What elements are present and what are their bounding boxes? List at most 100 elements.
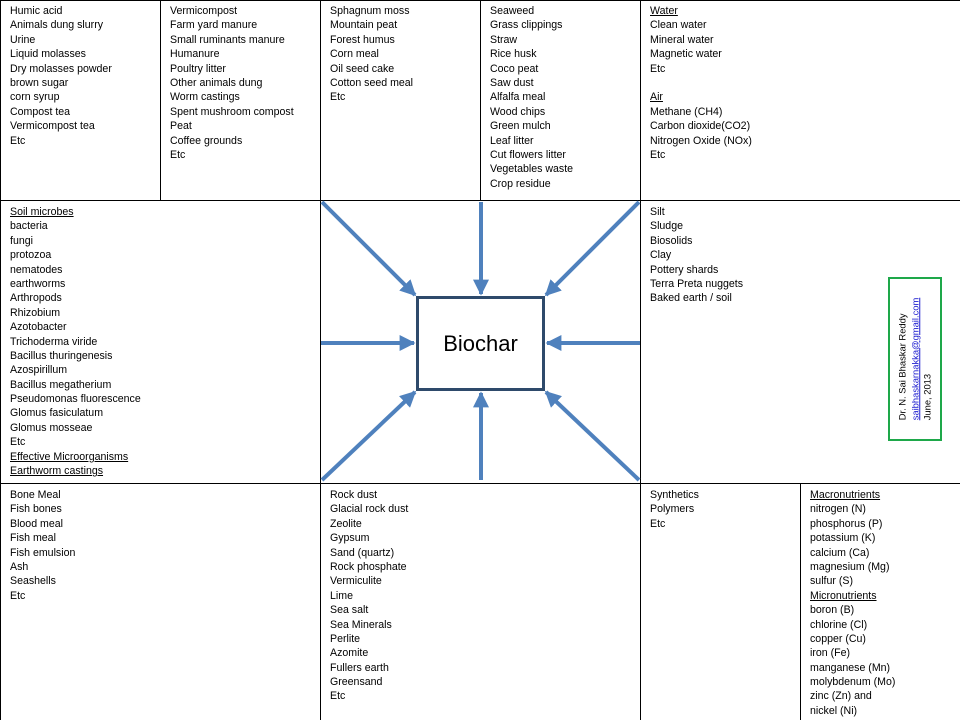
list-item: Micronutrients bbox=[810, 589, 877, 602]
list-item: boron (B) bbox=[810, 604, 855, 617]
list-item: Air bbox=[650, 91, 663, 104]
list-item: Etc bbox=[10, 436, 26, 449]
author-date: June, 2013 bbox=[921, 373, 933, 421]
list-item: phosphorus (P) bbox=[810, 517, 883, 530]
list-item: Dry molasses powder bbox=[10, 62, 112, 75]
list-item: Mineral water bbox=[650, 33, 714, 46]
list-item: Compost tea bbox=[10, 105, 71, 118]
list-item: Coco peat bbox=[490, 62, 539, 75]
list-item: Etc bbox=[650, 517, 666, 530]
list-item: Liquid molasses bbox=[10, 48, 86, 61]
author-email-link[interactable]: saibhaskarnakka@gmail.com bbox=[908, 297, 920, 421]
list-item: chlorine (Cl) bbox=[810, 618, 868, 631]
list-item: Pseudomonas fluorescence bbox=[10, 393, 141, 406]
list-item: Pottery shards bbox=[650, 263, 719, 276]
list-item: Vegetables waste bbox=[490, 163, 574, 176]
list-item: Lime bbox=[330, 589, 353, 602]
list-item: Blood meal bbox=[10, 517, 63, 530]
list-item: Macronutrients bbox=[810, 489, 881, 501]
nutrients-list: Macronutrients nitrogen (N)phosphorus (P)… bbox=[800, 484, 960, 718]
list-item: Gypsum bbox=[330, 532, 370, 545]
list-item: Rock dust bbox=[330, 489, 378, 501]
list-item: nickel (Ni) bbox=[810, 704, 858, 717]
list-item: Mountain peat bbox=[330, 19, 398, 32]
list-item: fungi bbox=[10, 234, 33, 247]
list-item: Crop residue bbox=[490, 177, 551, 190]
list-item: Corn meal bbox=[330, 48, 379, 61]
list-item: Azospirillum bbox=[10, 364, 68, 377]
list-item: Small ruminants manure bbox=[170, 33, 285, 46]
list-item: Humanure bbox=[170, 48, 220, 61]
list-item: Etc bbox=[650, 148, 666, 161]
list-item: Sea Minerals bbox=[330, 618, 392, 631]
list-item: Saw dust bbox=[490, 76, 534, 89]
list-item: Farm yard manure bbox=[170, 19, 258, 32]
list-item: Nitrogen Oxide (NOx) bbox=[650, 134, 752, 147]
list-item: Sand (quartz) bbox=[330, 546, 395, 559]
list-item: zinc (Zn) and bbox=[810, 690, 872, 703]
list-item: Polymers bbox=[650, 503, 695, 516]
biochar-box: Biochar bbox=[416, 296, 545, 391]
list-item: Biosolids bbox=[650, 234, 693, 247]
list-item: Humic acid bbox=[10, 5, 63, 17]
list-item: Seashells bbox=[10, 575, 56, 588]
list-item: brown sugar bbox=[10, 76, 69, 89]
list-item: Straw bbox=[490, 33, 518, 46]
list-item: Etc bbox=[330, 690, 346, 703]
list-item: Azomite bbox=[330, 647, 369, 660]
list-item: Forest humus bbox=[330, 33, 395, 46]
list-item: manganese (Mn) bbox=[810, 661, 891, 674]
author-name: Dr. N. Sai Bhaskar Reddy bbox=[896, 313, 908, 421]
list-item: Rhizobium bbox=[10, 306, 61, 319]
list-item: Sludge bbox=[650, 220, 683, 233]
list-item: Glomus fasiculatum bbox=[10, 407, 104, 420]
list-item: Poultry litter bbox=[170, 62, 226, 75]
list-item: Arthropods bbox=[10, 292, 62, 305]
list-item: Peat bbox=[170, 120, 192, 133]
list-item: molybdenum (Mo) bbox=[810, 676, 896, 689]
list-item: Bone Meal bbox=[10, 489, 61, 501]
list-item: Etc bbox=[10, 134, 26, 147]
list-item: Bacillus megatherium bbox=[10, 378, 112, 391]
list-item: Clay bbox=[650, 249, 672, 262]
list-item: Clean water bbox=[650, 19, 707, 32]
list-item: Zeolite bbox=[330, 517, 362, 530]
list-item: calcium (Ca) bbox=[810, 546, 870, 559]
list-item: Carbon dioxide(CO2) bbox=[650, 120, 751, 133]
list-item: Silt bbox=[650, 206, 665, 218]
list-item: Rock phosphate bbox=[330, 560, 407, 573]
list-item: Animals dung slurry bbox=[10, 19, 104, 32]
list-item: Etc bbox=[10, 589, 26, 602]
list-item: Baked earth / soil bbox=[650, 292, 732, 305]
list-item: Green mulch bbox=[490, 120, 551, 133]
list-item: Urine bbox=[10, 33, 36, 46]
list-item: Greensand bbox=[330, 676, 383, 689]
list-item: iron (Fe) bbox=[810, 647, 851, 660]
arrow-top-right bbox=[544, 200, 641, 297]
list-item: nematodes bbox=[10, 263, 63, 276]
list-item: Fish emulsion bbox=[10, 546, 76, 559]
list-item: Etc bbox=[650, 62, 666, 75]
list-item: Effective Microorganisms bbox=[10, 450, 129, 463]
list-item: nitrogen (N) bbox=[810, 503, 866, 516]
list-item: Etc bbox=[330, 91, 346, 104]
list-item: bacteria bbox=[10, 220, 48, 233]
list-item: Trichoderma viride bbox=[10, 335, 98, 348]
list-item: Azotobacter bbox=[10, 321, 67, 334]
list-item: Grass clippings bbox=[490, 19, 563, 32]
list-item: Sphagnum moss bbox=[330, 5, 410, 17]
list-item: Cotton seed meal bbox=[330, 76, 414, 89]
arrow-bottom-left bbox=[320, 390, 417, 482]
list-item: protozoa bbox=[10, 249, 52, 262]
list-item: Glacial rock dust bbox=[330, 503, 409, 516]
list-item: Vermicompost tea bbox=[10, 120, 95, 133]
